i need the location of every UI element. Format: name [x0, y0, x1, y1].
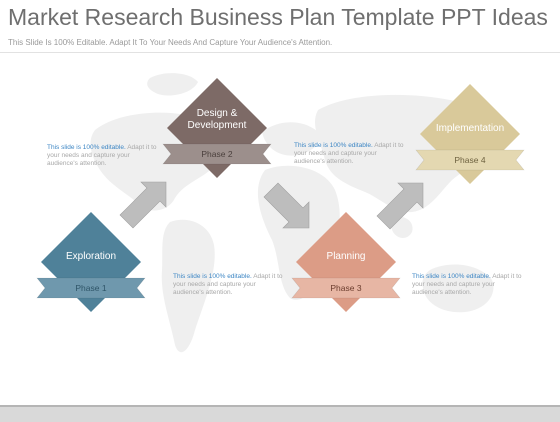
note-body: Adapt it to your needs and capture your … [412, 273, 522, 296]
phase-label: Phase 3 [330, 283, 361, 293]
step-label: Development [188, 120, 247, 131]
note-body: Adapt it to your needs and capture your … [294, 142, 404, 165]
step-label: Exploration [66, 251, 116, 262]
arrow-icon [376, 182, 424, 230]
phase-ribbon [36, 277, 146, 299]
phase-label: Phase 1 [75, 283, 106, 293]
step-label: Implementation [436, 123, 504, 134]
page-title: Market Research Business Plan Template P… [8, 4, 548, 30]
arrow-icon [119, 181, 167, 229]
step-label: Planning [327, 251, 366, 262]
phase-label: Phase 4 [454, 155, 485, 165]
arrow-icon [263, 182, 310, 229]
step-label: Design & [197, 108, 238, 119]
title-divider [0, 52, 560, 53]
note-highlight: This slide is 100% editable. [47, 144, 126, 151]
note-highlight: This slide is 100% editable. [412, 273, 491, 280]
phase-label: Phase 2 [201, 149, 232, 159]
phase-ribbon [291, 277, 401, 299]
phase-ribbon [415, 149, 525, 171]
note-text: This slide is 100% editable. Adapt it to… [47, 144, 157, 168]
page-subtitle: This Slide Is 100% Editable. Adapt It To… [8, 38, 333, 47]
phase-ribbon [162, 143, 272, 165]
note-highlight: This slide is 100% editable. [173, 273, 252, 280]
footer-bar [0, 405, 560, 422]
note-body: Adapt it to your needs and capture your … [47, 144, 157, 167]
note-highlight: This slide is 100% editable. [294, 142, 373, 149]
note-text: This slide is 100% editable. Adapt it to… [173, 273, 283, 297]
note-text: This slide is 100% editable. Adapt it to… [412, 273, 522, 297]
note-text: This slide is 100% editable. Adapt it to… [294, 142, 404, 166]
note-body: Adapt it to your needs and capture your … [173, 273, 283, 296]
